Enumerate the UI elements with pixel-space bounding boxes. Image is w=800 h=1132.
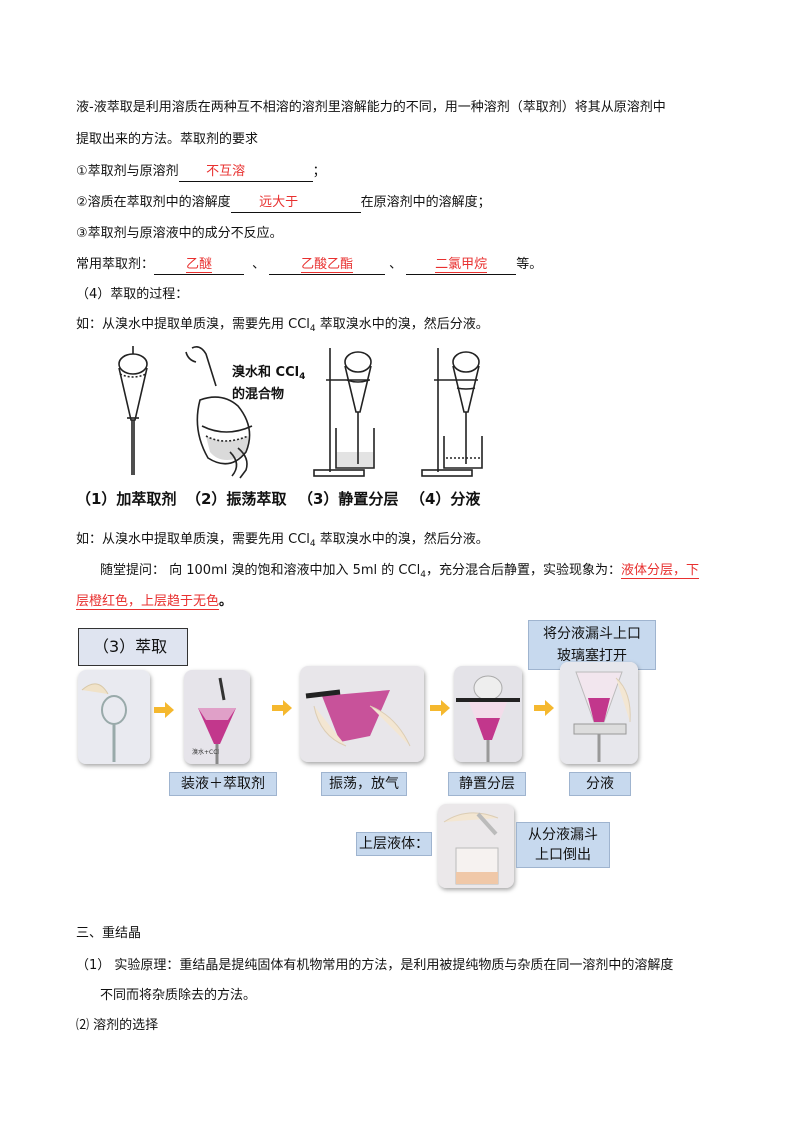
pour-note-line-2: 上口倒出 [535,847,591,863]
photo-text: 溴水+CCl [192,748,219,756]
classroom-answer-1: 液体分层，下 [620,563,699,579]
extractant-1: 乙醚 [186,257,213,273]
funnel-loading-photo-icon: 溴水+CCl [184,670,250,764]
photo-empty-funnel [78,670,150,764]
top-note-line-2: 玻璃塞打开 [557,648,627,664]
mixture-label: 溴水和 CCl4 的混合物 [232,364,305,404]
arrow-right-icon [272,700,292,716]
process-example-repeat-text-b: 萃取溴水中的溴，然后分液。 [315,532,489,547]
common-extractants-end: 等。 [516,257,543,272]
mixture-label-line-1: 溴水和 CCl [232,365,300,380]
extractant-2: 乙酸乙酯 [301,257,354,273]
extractant-blank-1: 乙醚 [154,256,245,275]
extraction-step-title: （3）萃取 [78,628,188,666]
photo-settling [454,666,522,762]
separatory-funnel-1 [118,346,148,475]
label-shaking: 振荡，放气 [321,772,407,796]
common-extractants: 常用萃取剂： 乙醚 、 乙酸乙酯 、 二氯甲烷 等。 [76,255,542,275]
process-example-repeat-text-a: 如：从溴水中提取单质溴，需要先用 CCl [76,532,310,547]
pour-note-box: 从分液漏斗 上口倒出 [516,822,610,868]
requirement-2-answer: 远大于 [259,195,299,210]
classroom-answer-2: 层橙红色，上层趋于无色 [76,594,220,610]
top-note-line-1: 将分液漏斗上口 [543,626,641,642]
extractant-sep-1: 、 [252,257,266,272]
caption-step-2: （2）振荡萃取 [186,490,287,508]
extractant-3: 二氯甲烷 [435,257,488,273]
pour-note-line-1: 从分液漏斗 [528,827,598,843]
ring-stand-separating [421,348,483,477]
recrystal-heading: 三、重结晶 [76,926,142,941]
requirement-1-text: ①萃取剂与原溶剂 [76,164,179,179]
mixture-label-subscript: 4 [299,372,306,382]
extraction-diagram: 溴水和 CCl4 的混合物 （1）加萃取剂 （2）振荡萃取 （3）静置分层 （4… [76,340,510,520]
classroom-question-text-2: ，充分混合后静置，实验现象为： [425,563,621,578]
recrystal-solvent-heading: ⑵ 溶剂的选择 [76,1018,159,1033]
process-example-repeat: 如：从溴水中提取单质溴，需要先用 CCl4 萃取溴水中的溴，然后分液。 [76,530,489,554]
process-example-text-a: 如：从溴水中提取单质溴，需要先用 CCl [76,317,310,332]
arrow-right-icon [430,700,450,716]
label-separating: 分液 [569,772,631,796]
upper-liquid-label: 上层液体： [356,832,432,856]
classroom-answer-end: 。 [219,594,233,609]
requirement-2-text: ②溶质在萃取剂中的溶解度 [76,195,231,210]
requirement-1-blank: 不互溶 [178,163,313,182]
pouring-photo-icon [438,804,514,888]
funnel-photo-icon [78,670,150,764]
requirement-1: ①萃取剂与原溶剂 不互溶 ； [76,162,326,182]
classroom-question-subscript: 4 [420,570,426,580]
requirement-2-end: 在原溶剂中的溶解度； [360,195,491,210]
photo-loading-liquid: 溴水+CCl [184,670,250,764]
process-example-repeat-subscript: 4 [309,539,316,549]
common-extractants-label: 常用萃取剂： [76,257,155,272]
recrystal-principle-1: （1） 实验原理：重结晶是提纯固体有机物常用的方法，是利用被提纯物质与杂质在同一… [76,958,674,973]
mixture-label-line-2: 的混合物 [232,387,285,402]
requirement-1-end: ； [312,164,326,179]
photo-separating [560,662,638,764]
shaking-funnel [185,346,253,479]
requirement-3: ③萃取剂与原溶液中的成分不反应。 [76,226,283,241]
label-settling: 静置分层 [448,772,526,796]
settling-photo-icon [454,666,522,762]
classroom-answer-line-2: 层橙红色，上层趋于无色。 [76,592,232,612]
requirement-1-answer: 不互溶 [206,164,246,179]
process-example: 如：从溴水中提取单质溴，需要先用 CCl4 萃取溴水中的溴，然后分液。 [76,315,489,339]
recrystal-principle-2: 不同而将杂质除去的方法。 [100,988,257,1003]
requirement-2: ②溶质在萃取剂中的溶解度 远大于 在原溶剂中的溶解度； [76,193,491,213]
ring-stand-settling [313,348,375,477]
photo-shaking [300,666,424,762]
caption-step-4: （4）分液 [410,490,481,508]
caption-step-3: （3）静置分层 [298,490,399,508]
separating-photo-icon [560,662,638,764]
intro-line-2: 提取出来的方法。萃取剂的要求 [76,132,259,147]
classroom-question: 随堂提问： 向 100ml 溴的饱和溶液中加入 5ml 的 CCl4，充分混合后… [100,561,699,585]
arrow-right-icon [534,700,554,716]
label-loading: 装液＋萃取剂 [169,772,277,796]
top-note-box: 将分液漏斗上口 玻璃塞打开 [528,620,656,670]
intro-line-1: 液-液萃取是利用溶质在两种互不相溶的溶剂里溶解能力的不同，用一种溶剂（萃取剂）将… [76,100,666,115]
extractant-sep-2: 、 [389,257,403,272]
process-example-subscript: 4 [309,324,316,334]
shaking-photo-icon [300,666,424,762]
extraction-diagram-drawing [118,346,483,479]
caption-step-1: （1）加萃取剂 [76,490,177,508]
photo-pouring [438,804,514,888]
process-example-text-b: 萃取溴水中的溴，然后分液。 [315,317,489,332]
extractant-blank-2: 乙酸乙酯 [269,256,386,275]
requirement-2-blank: 远大于 [230,194,361,213]
process-heading: （4）萃取的过程： [76,287,189,302]
classroom-question-text: 随堂提问： 向 100ml 溴的饱和溶液中加入 5ml 的 CCl [100,563,421,578]
arrow-right-icon [154,702,174,718]
extractant-blank-3: 二氯甲烷 [406,256,517,275]
